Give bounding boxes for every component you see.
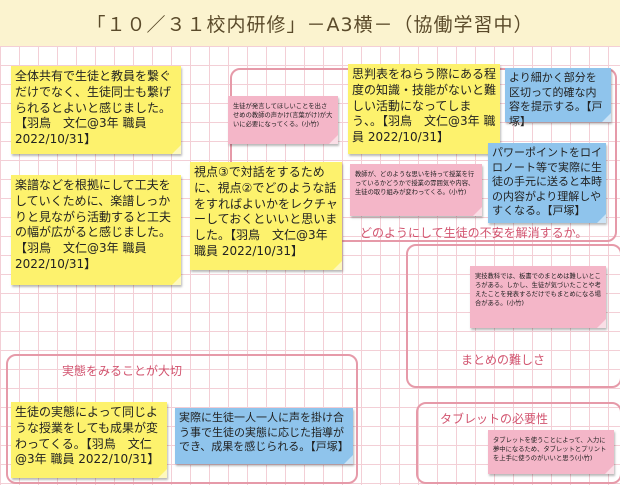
group-label-reality: 実態をみることが大切 [62, 364, 183, 378]
sticky-note[interactable]: タブレットを使うことによって、入力に夢中になるため、タブレットとプリントを上手に… [488, 430, 614, 474]
sticky-note[interactable]: 実際に生徒一人一人に声を掛け合う事で生徒の実態に応じた指導ができ、成果を感じられ… [175, 408, 353, 464]
group-frame-tablet[interactable] [416, 402, 620, 484]
sticky-note[interactable]: 生徒が発言してほしいことを出させめの教師の声かけ(言葉がけ)が大いに必要になって… [228, 96, 338, 144]
group-label-anxiety: どのようにして生徒の不安を解消するか。 [360, 226, 588, 240]
group-label-tablet: タブレットの必要性 [440, 412, 549, 426]
sticky-note[interactable]: 全体共有で生徒と教員を繋ぐだけでなく、生徒同士も繋げられるとよいと感じました。【… [11, 66, 181, 154]
whiteboard-canvas[interactable]: どのようにして生徒の不安を解消するか。 まとめの難しさ 実態をみることが大切 タ… [0, 46, 620, 485]
sticky-note[interactable]: パワーポイントをロイロノート等で実際に生徒の手元に送ると本時の内容がより理解しや… [488, 143, 606, 223]
group-label-summary: まとめの難しさ [461, 353, 546, 367]
group-frame-reality[interactable] [6, 354, 358, 484]
group-frame-summary[interactable] [406, 244, 620, 388]
sticky-note[interactable]: 実技教科では、板書でのまとめは難しいところがある。しかし、生徒が気づいたことや考… [470, 266, 606, 328]
sticky-note[interactable]: 思判表をねらう際にある程度の知識・技能がないと難しい活動になってしまう、。【羽鳥… [348, 64, 500, 154]
sticky-note[interactable]: 教師が、どのような思いを持って授業を行っているかどうかで授業の雰囲気や内容、生徒… [350, 164, 482, 216]
title-bar: 「１０／３１校内研修」－A3横－（協働学習中） [0, 0, 620, 46]
board-title: 「１０／３１校内研修」－A3横－（協働学習中） [86, 13, 534, 36]
sticky-note[interactable]: より細かく部分を区切って的確な内容を提示する。【戸塚】 [505, 68, 611, 128]
sticky-note[interactable]: 生徒の実態によって同じような授業をしても成果が変わってくる。【羽鳥 文仁@3年 … [11, 402, 167, 478]
sticky-note[interactable]: 楽譜などを根拠にして工夫をしていくために、楽譜しっかりと見ながら活動すると工夫の… [11, 175, 181, 285]
sticky-note[interactable]: 視点③で対話をするために、視点②でどのような話をすればよいかをレクチャーしておく… [190, 162, 342, 270]
